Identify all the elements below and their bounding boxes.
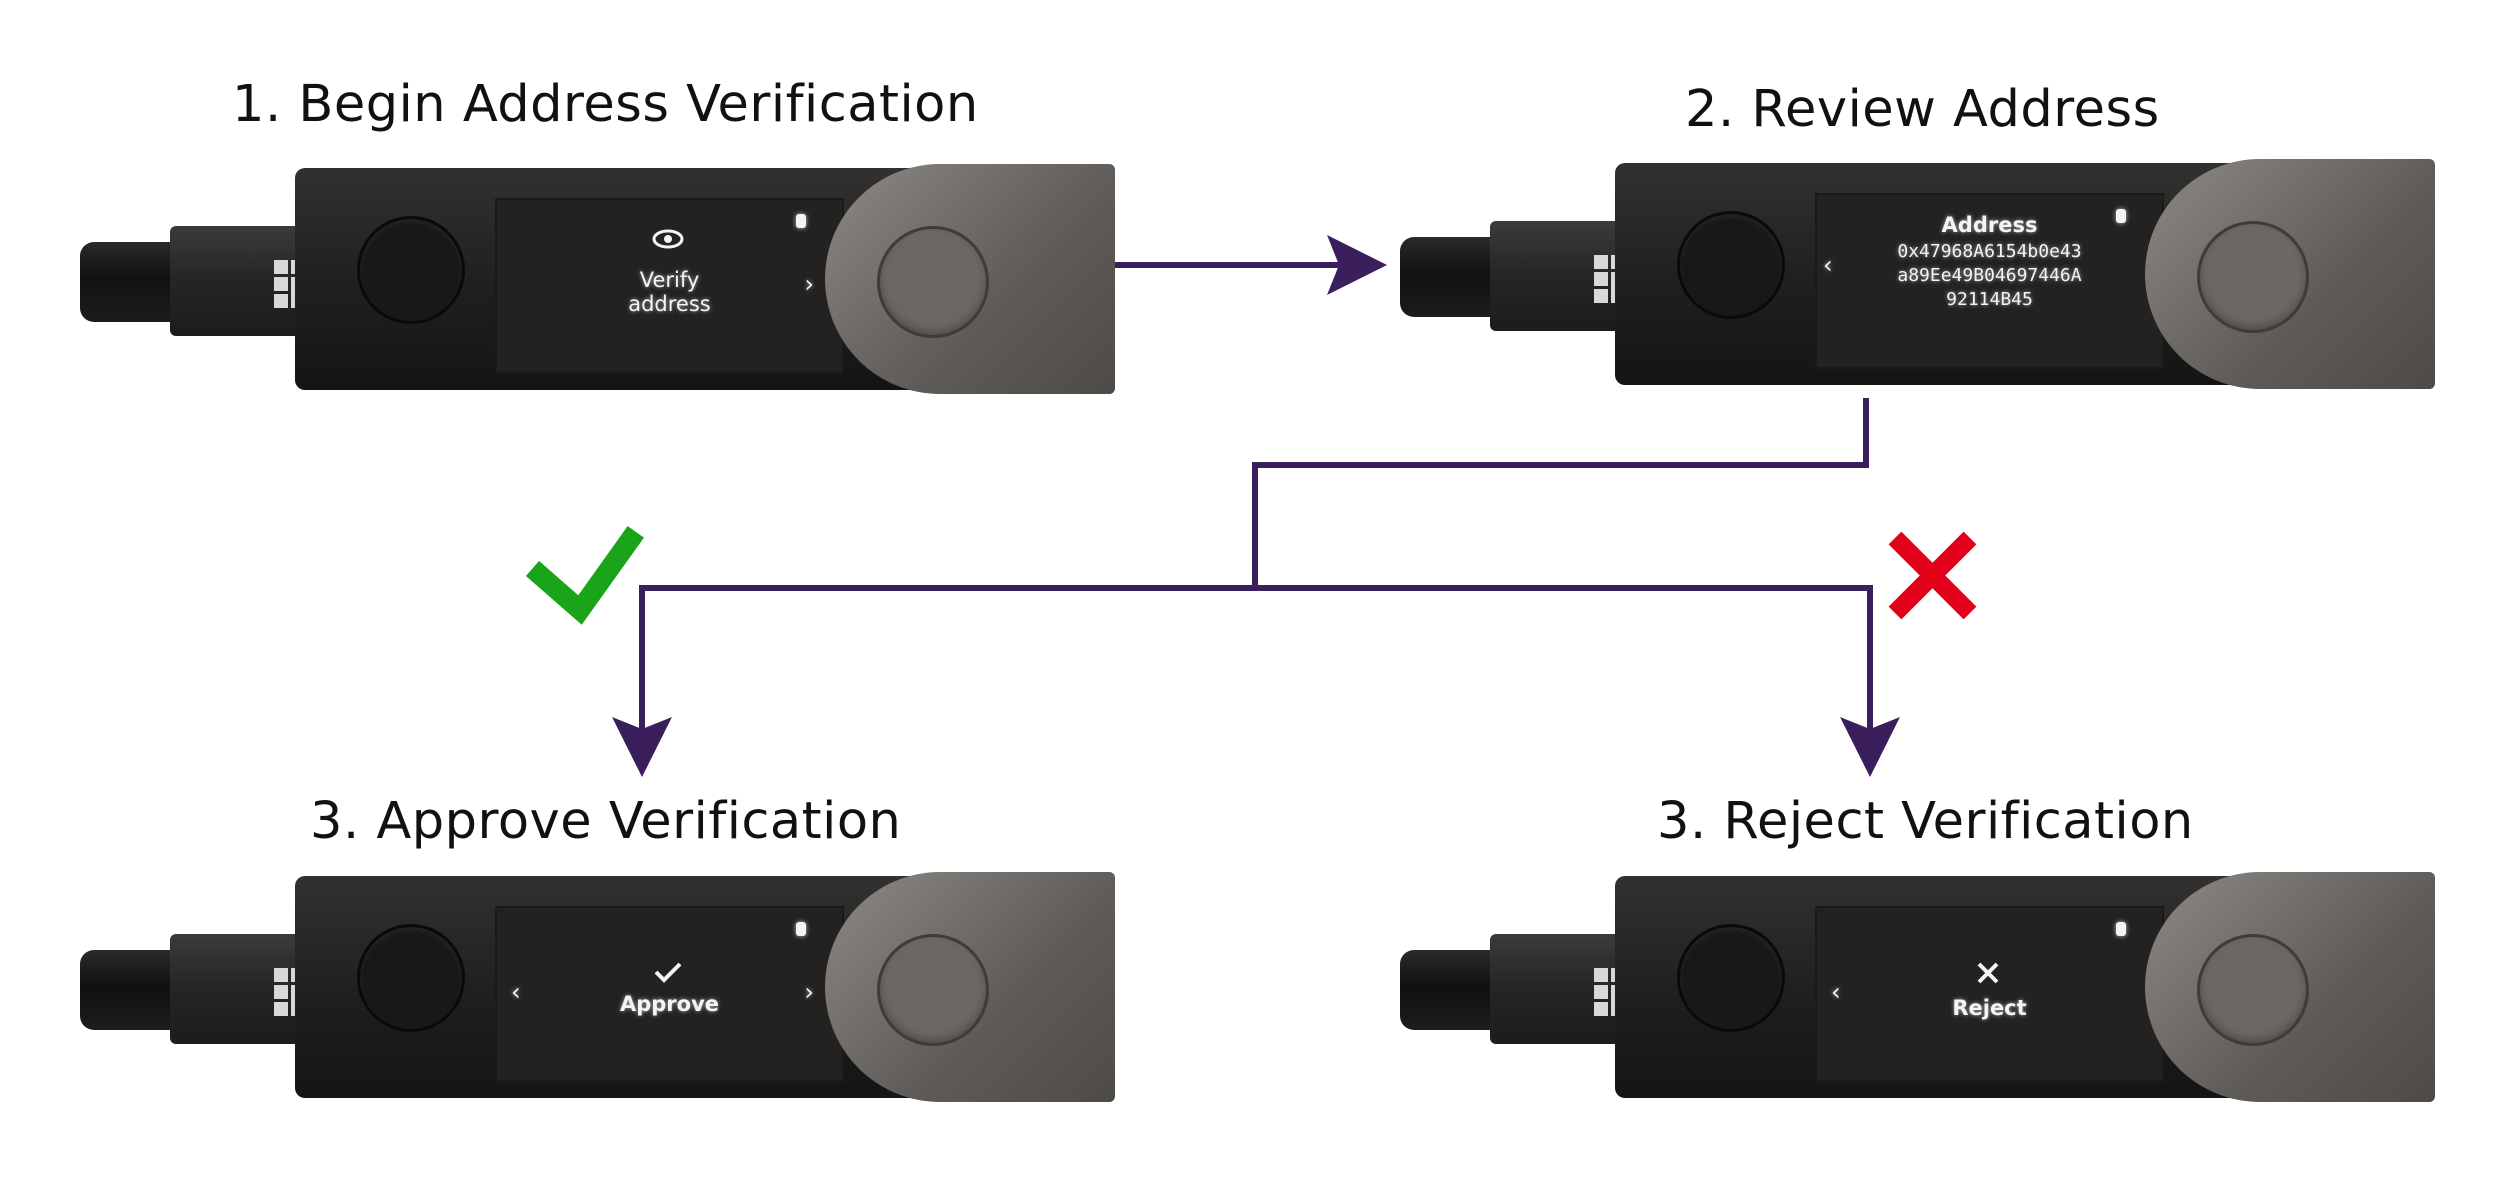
right-button[interactable] bbox=[2197, 221, 2309, 333]
left-button[interactable] bbox=[1677, 211, 1785, 319]
device-body: Address 0x47968A6154b0e43 a89Ee49B046974… bbox=[1615, 159, 2435, 389]
ledger-device-review: Address 0x47968A6154b0e43 a89Ee49B046974… bbox=[1400, 155, 2450, 405]
status-indicator-icon bbox=[796, 922, 806, 936]
device-swivel bbox=[2145, 159, 2435, 389]
chevron-left-icon: ‹ bbox=[1831, 978, 1841, 1006]
checkmark-icon bbox=[654, 962, 682, 983]
chevron-right-icon: › bbox=[804, 270, 814, 298]
address-heading: Address bbox=[1941, 213, 2038, 237]
status-indicator-icon bbox=[2116, 209, 2126, 223]
right-button[interactable] bbox=[877, 226, 989, 338]
device-body: Reject ‹ bbox=[1615, 872, 2435, 1102]
status-indicator-icon bbox=[796, 214, 806, 228]
chevron-left-icon: ‹ bbox=[1823, 251, 1833, 279]
device-screen: Reject ‹ bbox=[1815, 906, 2164, 1082]
left-button[interactable] bbox=[357, 216, 465, 324]
ledger-device-approve: Approve ‹ › bbox=[80, 868, 1130, 1118]
screen-line-2: address bbox=[628, 292, 711, 316]
right-button[interactable] bbox=[877, 934, 989, 1046]
step-2-title: 2. Review Address bbox=[1685, 80, 2160, 139]
address-line-1: 0x47968A6154b0e43 bbox=[1897, 241, 2082, 262]
step-3-approve-title: 3. Approve Verification bbox=[310, 792, 902, 851]
device-body: Verify address › bbox=[295, 164, 1115, 394]
step-3-reject-title: 3. Reject Verification bbox=[1657, 792, 2194, 851]
chevron-right-icon: › bbox=[804, 978, 814, 1006]
device-screen: Address 0x47968A6154b0e43 a89Ee49B046974… bbox=[1815, 193, 2164, 369]
x-icon bbox=[1977, 962, 1999, 984]
screen-line-1: Verify bbox=[639, 268, 700, 292]
chevron-left-icon: ‹ bbox=[511, 978, 521, 1006]
branch-connector bbox=[1252, 398, 1869, 588]
right-button[interactable] bbox=[2197, 934, 2309, 1046]
device-body: Approve ‹ › bbox=[295, 872, 1115, 1102]
reject-label: Reject bbox=[1952, 996, 2027, 1020]
device-screen: Approve ‹ › bbox=[495, 906, 844, 1082]
ledger-device-reject: Reject ‹ bbox=[1400, 868, 2450, 1118]
left-button[interactable] bbox=[1677, 924, 1785, 1032]
device-swivel bbox=[2145, 872, 2435, 1102]
left-button[interactable] bbox=[357, 924, 465, 1032]
usb-cable bbox=[80, 242, 180, 322]
device-swivel bbox=[825, 872, 1115, 1102]
usb-cable bbox=[1400, 237, 1500, 317]
status-indicator-icon bbox=[2116, 922, 2126, 936]
eye-icon bbox=[652, 229, 684, 249]
arrow-to-approve bbox=[612, 585, 1255, 777]
address-line-2: a89Ee49B04697446A bbox=[1897, 265, 2082, 286]
reject-cross-icon bbox=[1888, 531, 1977, 620]
device-screen: Verify address › bbox=[495, 198, 844, 374]
approve-checkmark-icon bbox=[525, 526, 644, 625]
ledger-device-verify: Verify address › bbox=[80, 160, 1130, 410]
device-swivel bbox=[825, 164, 1115, 394]
arrow-to-reject bbox=[1255, 585, 1900, 777]
address-line-3: 92114B45 bbox=[1946, 289, 2033, 310]
usb-cable bbox=[1400, 950, 1500, 1030]
step-1-title: 1. Begin Address Verification bbox=[232, 75, 979, 134]
usb-cable bbox=[80, 950, 180, 1030]
approve-label: Approve bbox=[619, 992, 720, 1016]
